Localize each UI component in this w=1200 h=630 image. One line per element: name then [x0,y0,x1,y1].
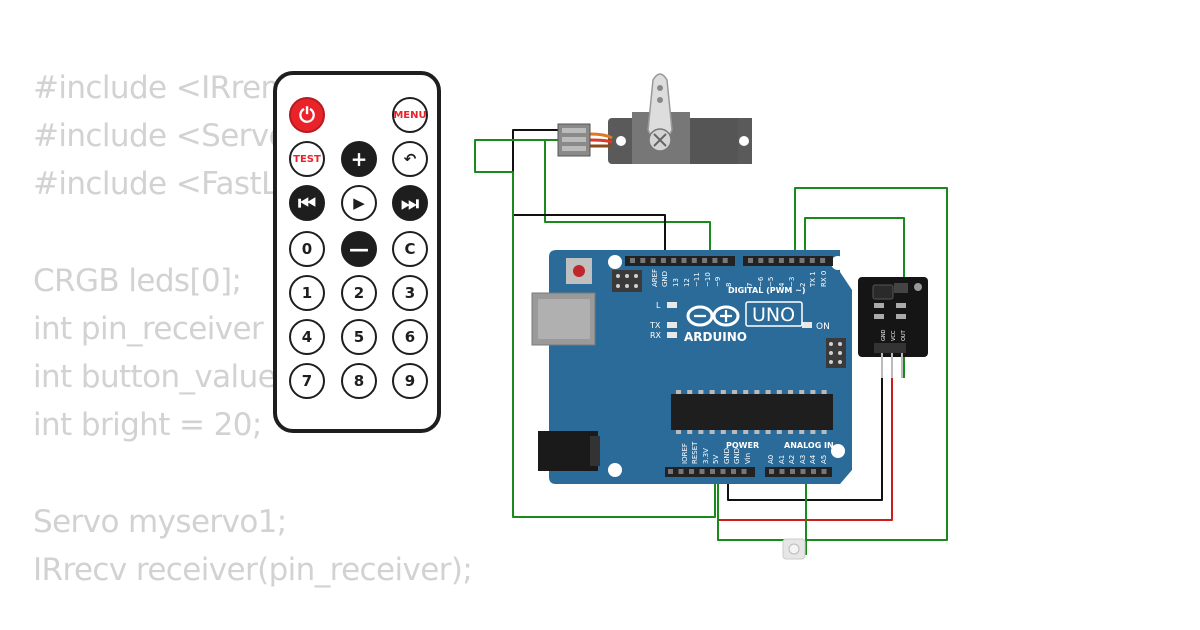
remote-power-icon[interactable]: ⏻ [289,97,325,133]
power-pin-label: RESET [691,441,699,464]
remote-digit-0[interactable]: 0 [289,231,325,267]
remote-play-icon[interactable]: ▶ [341,185,377,221]
power-jack[interactable] [538,431,598,471]
remote-menu-button[interactable]: MENU [392,97,428,133]
icsp-header-right [826,338,846,368]
led-on [802,322,812,328]
code-line: int bright = 20; [33,407,262,444]
remote-next-icon[interactable]: ⏭ [392,185,428,221]
digital-pin-label: ~6 [757,276,765,287]
power-pin-label: Vin [744,453,752,464]
remote-previous-icon[interactable]: ⏮ [289,185,325,221]
digital-pin-label: 7 [746,283,754,287]
remote-digit-4[interactable]: 4 [289,319,325,355]
digital-pin-label: 4 [778,282,786,287]
chip-pins [676,390,827,434]
ir-pin-labels: GND VCC OUT [881,329,907,341]
remote-digit-9[interactable]: 9 [392,363,428,399]
digital-pin-label: AREF [651,269,659,287]
remote-digit-7[interactable]: 7 [289,363,325,399]
power-pin-label: 5V [712,455,720,464]
ir-pin-label: OUT [901,329,907,341]
remote-back-icon[interactable]: ↶ [392,141,428,177]
power-pin-label: IOREF [681,443,689,464]
ir-pin-label: GND [881,329,887,341]
remote-digit-6[interactable]: 6 [392,319,428,355]
power-analog-header[interactable] [665,467,832,477]
led-rx-label: RX [650,331,662,340]
remote-digit-8[interactable]: 8 [341,363,377,399]
remote-digit-5[interactable]: 5 [341,319,377,355]
microcontroller-chip [671,394,833,430]
digital-pin-label: ~9 [714,277,722,287]
remote-clear-button[interactable]: C [392,231,428,267]
icsp-header-top [612,270,642,292]
servo-cable [589,132,613,140]
led-l [667,302,677,308]
analog-label: ANALOG IN [784,441,834,450]
digital-pin-label: ~3 [788,277,796,287]
power-label: POWER [726,441,759,450]
analog-pin-label: A2 [788,455,796,464]
ir-pin-label: VCC [891,330,897,341]
rgb-led[interactable] [782,538,806,560]
digital-pin-label: GND [661,271,669,287]
brand-text: ARDUINO [684,330,747,344]
wire-servo-power[interactable] [474,139,716,518]
led-on-label: ON [816,322,830,332]
servo-motor[interactable] [557,73,752,164]
analog-pin-label: A3 [799,455,807,464]
wires [474,129,948,555]
analog-pin-label: A1 [778,455,786,464]
power-pin-label: GND [723,448,731,464]
code-line: CRGB leds[0]; [33,262,242,299]
remote-test-button[interactable]: TEST [289,141,325,177]
ir-receiver-module[interactable]: GND VCC OUT [858,277,928,378]
led-l-label: L [656,301,661,310]
digital-pin-label: 2 [799,283,807,287]
led-tx [667,322,677,328]
remote-minus-icon[interactable]: — [341,231,377,267]
digital-pin-label: TX 1 [809,271,817,288]
led-tx-label: TX [649,321,661,330]
digital-pin-label: 13 [672,278,680,287]
remote-digit-2[interactable]: 2 [341,275,377,311]
remote-plus-icon[interactable]: + [341,141,377,177]
digital-header[interactable] [625,256,833,266]
digital-pin-label: ~10 [704,272,712,287]
code-line: Servo myservo1; [33,503,287,540]
code-line: IRrecv receiver(pin_receiver); [33,551,473,588]
led-rx [667,332,677,338]
analog-pin-label: A0 [767,455,775,464]
analog-pin-label: A5 [820,455,828,464]
digital-pin-label: RX 0 [820,271,828,287]
remote-digit-3[interactable]: 3 [392,275,428,311]
digital-pin-label: ~5 [767,277,775,287]
wire-led-data[interactable] [794,187,948,555]
power-pin-label: GND [733,448,741,464]
remote-digit-1[interactable]: 1 [289,275,325,311]
arduino-logo-icon [686,305,740,327]
power-pin-label: 3.3V [702,448,710,464]
analog-pin-label: A4 [809,454,817,464]
digital-label: DIGITAL (PWM ~) [728,286,806,295]
digital-pin-label: 12 [683,278,691,287]
model-box [745,301,803,327]
digital-pin-label: ~11 [693,272,701,287]
digital-pin-label: 8 [725,283,733,287]
model-text: UNO [752,304,795,326]
